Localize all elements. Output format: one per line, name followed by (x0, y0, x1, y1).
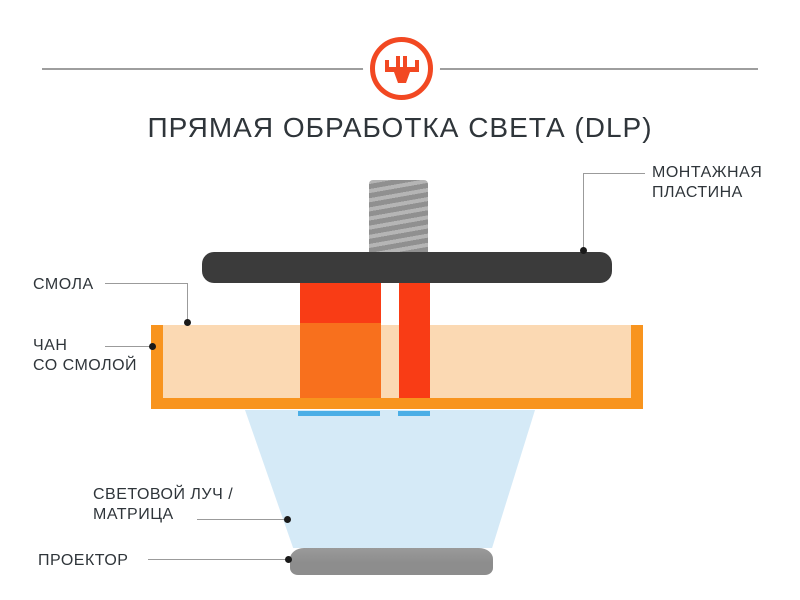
leader-line-resin (105, 283, 187, 284)
mounting-plate-label: МОНТАЖНАЯ ПЛАСТИНА (652, 163, 762, 203)
vat-label: ЧАН СО СМОЛОЙ (33, 336, 137, 376)
mounting-plate (202, 252, 612, 283)
light-beam-label-line2: МАТРИЦА (93, 506, 174, 523)
page-title: ПРЯМАЯ ОБРАБОТКА СВЕТА (DLP) (147, 112, 653, 143)
leader-line-light-beam (197, 519, 287, 520)
light-beam-label-line1: СВЕТОВОЙ ЛУЧ / (93, 486, 234, 503)
cured-layer-left (298, 411, 380, 416)
callout-dot-vat (149, 343, 156, 350)
mounting-plate-label-line2: ПЛАСТИНА (652, 184, 743, 201)
callout-dot-resin (184, 319, 191, 326)
printed-part-wide-above-resin (300, 282, 381, 323)
lead-screw (369, 180, 428, 253)
printed-part-narrow (399, 282, 430, 398)
resin-label: СМОЛА (33, 276, 94, 293)
callout-dot-light-beam (284, 516, 291, 523)
projector-label: ПРОЕКТОР (38, 552, 129, 569)
vat-label-line1: ЧАН (33, 337, 68, 354)
leader-line-mounting-plate-vertical (583, 173, 584, 250)
mounting-plate-label-line1: МОНТАЖНАЯ (652, 164, 763, 181)
dlp-printer-icon (384, 55, 419, 83)
leader-line-mounting-plate (583, 173, 645, 174)
light-beam (245, 410, 535, 548)
logo-badge (370, 37, 433, 100)
leader-line-projector (148, 559, 288, 560)
projector (290, 548, 493, 575)
leader-line-vat (105, 346, 152, 347)
vat-label-line2: СО СМОЛОЙ (33, 357, 138, 374)
leader-line-resin-vertical (187, 283, 188, 322)
resin-vat (151, 325, 643, 409)
callout-dot-projector (285, 556, 292, 563)
light-beam-label: СВЕТОВОЙ ЛУЧ / МАТРИЦА (93, 485, 233, 525)
resin-fill (163, 325, 631, 398)
cured-layer-right (398, 411, 430, 416)
printed-part-wide-submerged (300, 323, 381, 398)
callout-dot-mounting-plate (580, 247, 587, 254)
